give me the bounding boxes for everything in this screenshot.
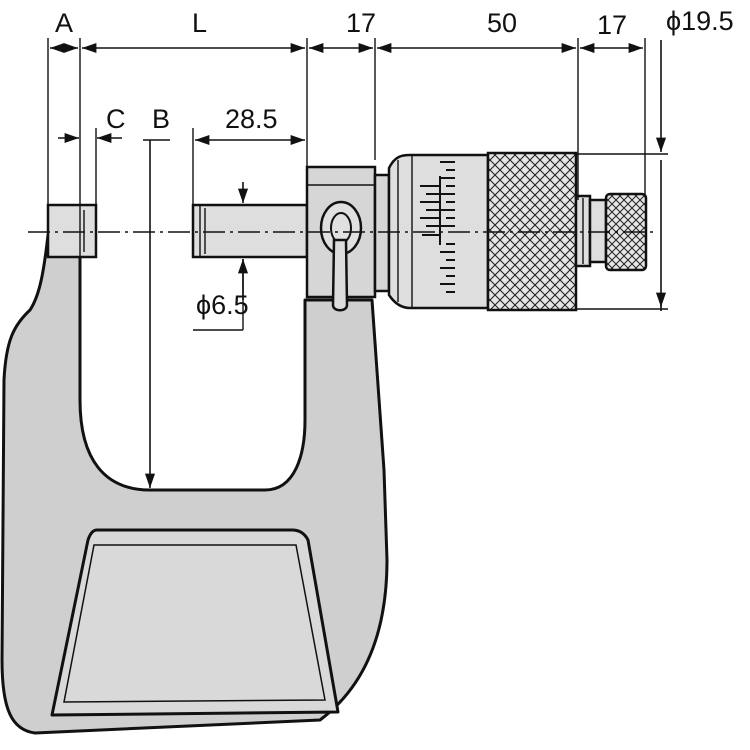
label-phi-19-5: ϕ19.5 <box>666 6 734 36</box>
label-50: 50 <box>487 8 517 38</box>
anvil <box>46 203 98 259</box>
sleeve-scale <box>420 176 441 245</box>
label-phi-6-5: ϕ6.5 <box>196 290 249 320</box>
spindle <box>191 203 309 259</box>
thimble <box>387 153 490 310</box>
label-c: C <box>106 104 126 134</box>
frame-plate <box>50 528 340 717</box>
label-l: L <box>192 8 207 38</box>
lock-lever <box>331 238 349 312</box>
thimble-scale <box>440 161 455 293</box>
label-17-left: 17 <box>346 8 376 38</box>
label-b: B <box>152 104 170 134</box>
dimension-lines <box>47 38 668 488</box>
label-17-right: 17 <box>597 10 627 40</box>
sleeve <box>373 173 391 293</box>
frame-plate-inner <box>63 544 326 703</box>
label-28-5: 28.5 <box>225 104 278 134</box>
label-a: A <box>55 8 73 38</box>
